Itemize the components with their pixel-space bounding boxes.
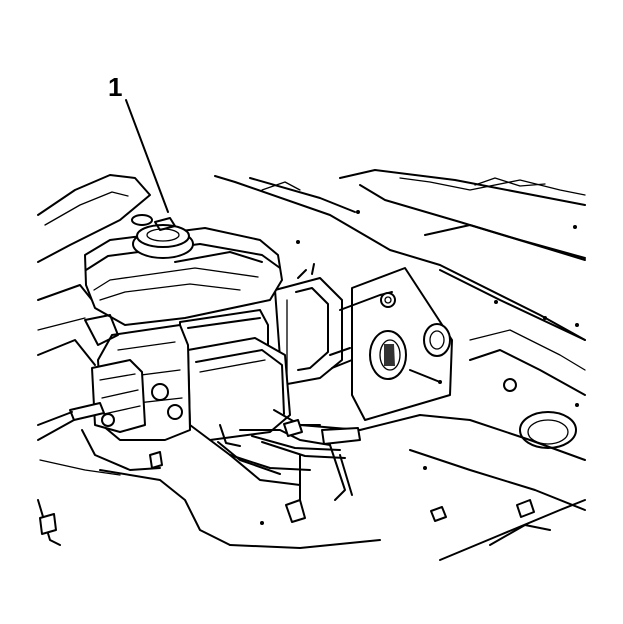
brake-fluid-reservoir bbox=[84, 214, 283, 326]
callout-1: 1 bbox=[108, 72, 169, 213]
mounting-bracket bbox=[351, 267, 453, 421]
abs-modulator bbox=[37, 309, 291, 471]
brake-lines bbox=[209, 409, 361, 523]
engine-bay-body bbox=[37, 169, 586, 561]
brake-booster bbox=[274, 263, 396, 386]
callout-label: 1 bbox=[108, 72, 122, 102]
